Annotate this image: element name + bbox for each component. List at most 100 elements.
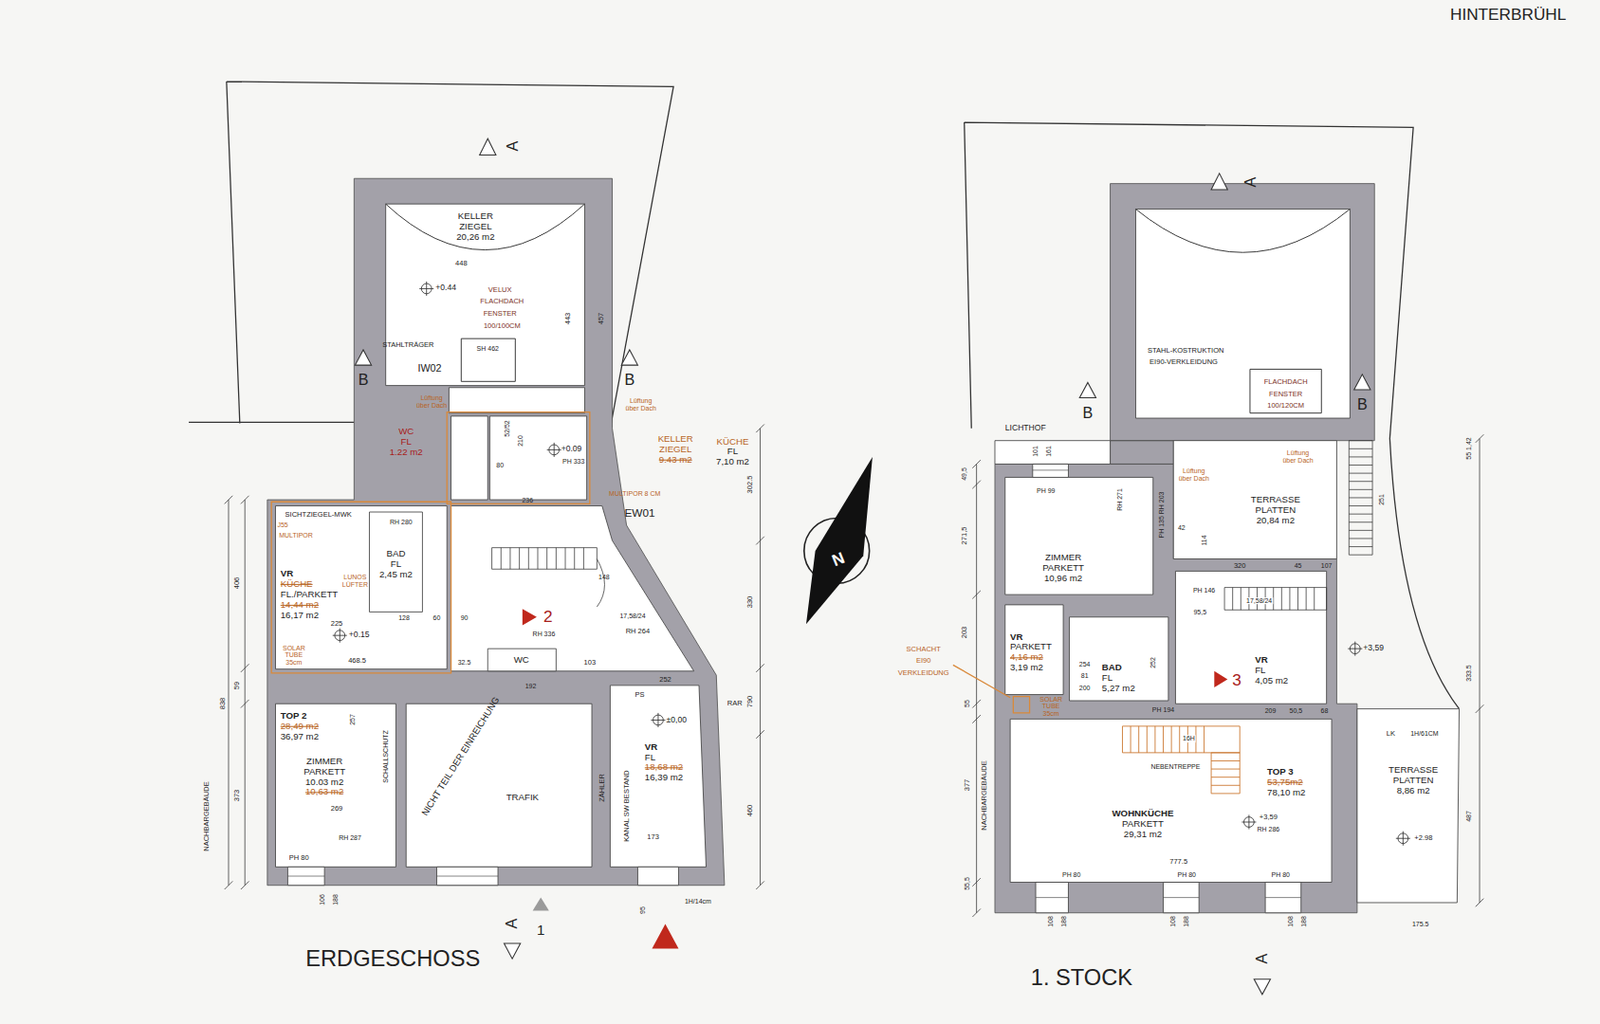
room-text: VR (644, 742, 685, 754)
room-text: FL./PARKETT (280, 589, 340, 601)
plan-annotation: Lüftung über Dach (416, 394, 447, 409)
plan-marker: ERDGESCHOSS (305, 946, 480, 972)
plan-annotation: PH 80 (1271, 871, 1290, 880)
room-text: VR (1254, 655, 1289, 666)
plan-annotation: SCHALLSCHUTZ (382, 731, 390, 785)
plan-annotation: RAR (727, 699, 743, 708)
room-text: PLATTEN (1250, 505, 1302, 516)
room-text: TERRASSE (1387, 765, 1439, 776)
plan-annotation: SH 462 (477, 345, 499, 353)
plan-annotation: SICHTZIEGEL-MWK (285, 511, 352, 519)
view-marker (533, 898, 550, 912)
room-text: TRAFIK (505, 792, 540, 804)
room-outlines (368, 512, 556, 672)
plan-annotation: FENSTER (483, 310, 517, 318)
plan-annotation: 81 (1081, 672, 1089, 681)
plan-marker: A (504, 140, 522, 151)
plan-annotation: J55 (276, 521, 288, 530)
room-text: TERRASSE (1250, 495, 1302, 506)
room-label: VRFL4,05 m2 (1252, 654, 1291, 688)
plan-annotation: 373 (232, 790, 240, 803)
plan-annotation: STAHL-KOSTRUKTION (1147, 347, 1224, 355)
plan-annotation: SOLAR TUBE 35cm (1035, 696, 1067, 718)
room-text: 16,17 m2 (280, 610, 340, 622)
plan-annotation: 49,5 (960, 467, 969, 481)
plan-annotation: 271,5 (960, 526, 969, 545)
plan-annotation: FENSTER (1268, 390, 1303, 399)
plan-marker: A (1253, 954, 1271, 965)
plan-annotation: 210 (516, 435, 525, 447)
plan-annotation: 269 (331, 805, 344, 813)
windows (287, 463, 1301, 913)
room-text: KELLER (455, 211, 496, 222)
revision-outlines (271, 412, 590, 674)
room-text: 16,39 m2 (644, 773, 685, 785)
level-marks (332, 281, 1411, 846)
plan-marker: B (1083, 404, 1094, 423)
room-label: WC (511, 654, 533, 667)
plan-annotation: VERKLEIDUNG (898, 669, 950, 678)
plan-marker: 1 (536, 922, 545, 939)
plan-annotation: 487 (1465, 810, 1473, 823)
room-text: FL (1102, 673, 1137, 684)
plan-annotation: 90 (460, 614, 469, 623)
room-label: VRFL18,68 m216,39 m2 (643, 741, 687, 785)
plan-annotation: 777.5 (1169, 858, 1188, 866)
room-label: VRKÜCHEFL./PARKETT14,44 m216,17 m2 (278, 568, 342, 622)
plan-annotation: 107 (1321, 562, 1333, 571)
plan-annotation: NICHT TEIL DER EINREICHUNG (420, 696, 502, 819)
plan-annotation: 114 (1200, 535, 1209, 547)
room-text: 5,27 m2 (1102, 683, 1137, 695)
plan-annotation: STAHLTRÄGER (382, 341, 434, 350)
plan-annotation: RH 286 (1256, 826, 1280, 834)
room-text: 53,75m2 (1267, 777, 1307, 789)
plan-marker: 1. STOCK (1030, 965, 1133, 991)
plan-annotation: 838 (218, 698, 226, 711)
room-text: FL (1254, 664, 1289, 676)
plan-annotation: 17,58/24 (1245, 597, 1273, 606)
room-text: PARKETT (1010, 643, 1053, 654)
room-text: ZIMMER (1042, 552, 1086, 564)
room-label: KÜCHEFL7,10 m2 (713, 435, 752, 469)
plan-annotation: NACHBARGEBÄUDE (202, 781, 211, 852)
room-text: TOP 2 (280, 711, 321, 722)
plan-annotation: 443 (564, 312, 572, 325)
room-text: 4,16 m2 (1010, 653, 1053, 664)
room-text: 36,97 m2 (280, 731, 321, 742)
room-label: BADFL5,27 m2 (1100, 662, 1139, 696)
plan-marker: A (1242, 176, 1260, 187)
plan-annotation: MULTIPOR (278, 532, 313, 540)
plan-annotation: MULTIPOR 8 CM (608, 490, 661, 498)
vault-lines (386, 203, 1351, 253)
plan-annotation: 59 (232, 681, 240, 690)
plan-annotation: KANAL SW BESTAND (622, 770, 630, 843)
plan-annotation: ±0,00 (666, 716, 687, 725)
plan-annotation: 457 (597, 312, 606, 325)
room-label: KELLERZIEGEL20,26 m2 (453, 210, 497, 244)
plan-annotation: 1H/61CM (1410, 730, 1439, 738)
window-lines (287, 470, 1301, 899)
plan-annotation: 209 (1265, 707, 1277, 716)
plan-annotation: 225 (331, 620, 344, 628)
room-text: KÜCHE (715, 436, 750, 447)
room-label: TERRASSEPLATTEN20,84 m2 (1248, 494, 1304, 528)
plan-annotation: 148 (598, 573, 610, 582)
plan-annotation: 254 (1079, 662, 1091, 670)
plan-annotation: PH 99 (1036, 487, 1055, 496)
room-text: 1.22 m2 (388, 446, 423, 458)
stairs (492, 441, 1373, 611)
room-text: 2,45 m2 (378, 569, 413, 580)
room-label: TOP 353,75m278,10 m2 (1265, 766, 1309, 800)
room-text: ZIEGEL (455, 220, 496, 232)
plan-annotation: 252 (659, 675, 672, 683)
room-label: BADFL2,45 m2 (376, 548, 415, 582)
plan-annotation: 236 (521, 496, 534, 505)
plan-marker: 3 (1232, 670, 1242, 689)
plan-annotation: 103 (584, 659, 597, 667)
room-text: WC (388, 426, 423, 438)
room-text: 10,63 m2 (303, 788, 347, 799)
terrace-outlines (994, 441, 1460, 903)
room-label: WOHNKÜCHEPARKETT29,31 m2 (1109, 808, 1178, 842)
plan-annotation: 333.5 (1465, 664, 1473, 681)
